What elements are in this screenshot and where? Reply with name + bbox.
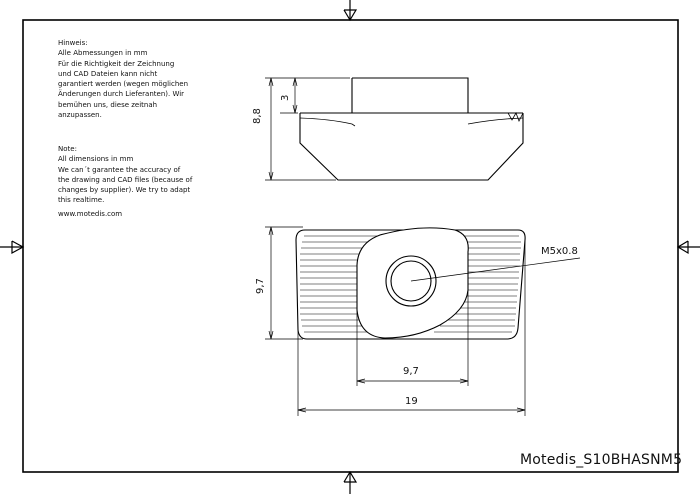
dim-label-width-body: 9,7	[403, 366, 419, 377]
dim-label-height-total: 8,8	[252, 108, 263, 124]
dimension-width-front	[265, 226, 303, 340]
top-view-hatching	[300, 235, 521, 333]
centering-mark-bottom	[343, 470, 358, 494]
notes-german: Hinweis: Alle Abmessungen in mm Für die …	[58, 39, 189, 120]
dimension-height-total	[265, 77, 350, 181]
title-block: Motedis_S10BHASNM5	[520, 452, 683, 468]
top-view	[295, 229, 526, 340]
threaded-hole	[385, 255, 437, 307]
centering-mark-left	[0, 240, 25, 255]
dimension-thread-leader	[410, 257, 581, 282]
centering-mark-top	[343, 0, 358, 22]
notes-english: Note: All dimensions in mm We can´t gara…	[58, 145, 193, 205]
nut-body	[356, 227, 469, 339]
dim-label-thread: M5x0.8	[541, 246, 578, 257]
dim-label-height-top: 3	[280, 94, 291, 101]
dim-label-width-front: 9,7	[255, 278, 266, 294]
side-view	[299, 77, 524, 181]
dimension-width-body	[356, 290, 469, 386]
dim-label-length: 19	[405, 396, 418, 407]
dimension-height-top	[280, 77, 298, 114]
website-link: www.motedis.com	[58, 210, 123, 218]
centering-mark-right	[676, 240, 700, 255]
dimension-length	[297, 240, 526, 416]
